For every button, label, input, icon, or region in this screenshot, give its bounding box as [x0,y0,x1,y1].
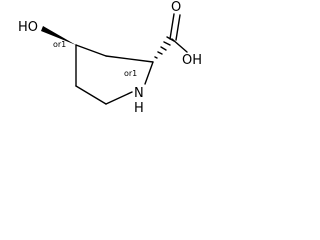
carbonyl-o-label: O [171,0,181,15]
bond-c6-n [105,91,133,105]
hydroxyl-label: HO [18,20,38,35]
bond-c2-c3 [105,55,154,63]
amine-n-label: N [134,86,144,101]
bond-c5-c6 [75,85,107,105]
stereo-label-c4: or1 [53,40,66,49]
structure-diagram: HO N H O OH or1 or1 [18,0,202,116]
carboxyl-oh-label: OH [182,53,202,68]
bond-c-oh [171,38,188,53]
bond-co-double-b [175,14,181,41]
bond-n-c2 [144,61,154,85]
bond-co-double-a [169,13,175,40]
stereo-label-c2: or1 [124,69,137,78]
bond-c3-c4 [75,44,107,57]
amine-h-label: H [134,101,144,116]
hash-bond-c2-cooh [154,36,175,59]
wedge-bond-c4-oh [41,26,76,45]
